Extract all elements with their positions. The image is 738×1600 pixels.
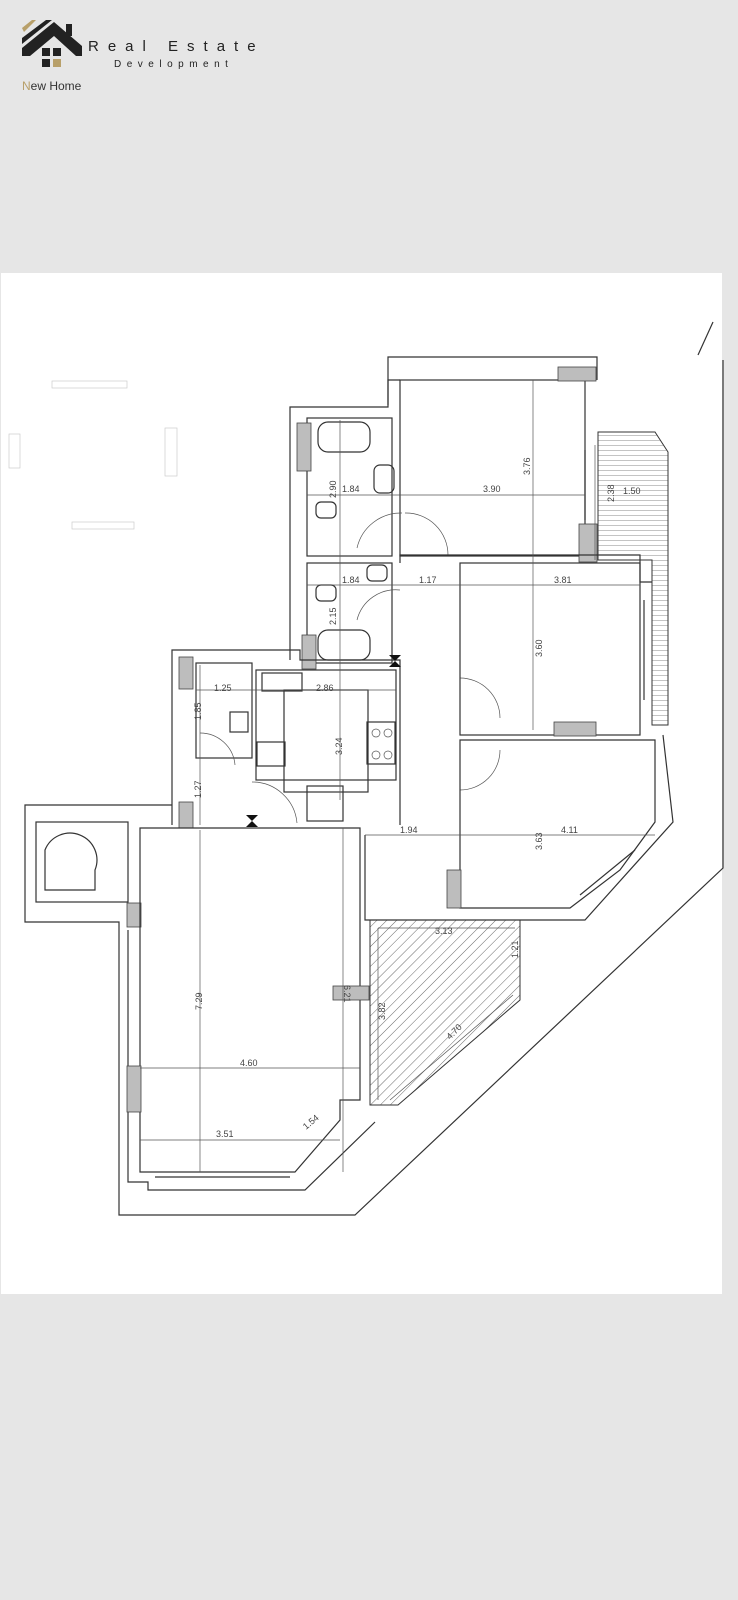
- site-boundary: [118, 360, 724, 1216]
- brand-name: New Home: [22, 79, 81, 93]
- bedroom-2: [399, 554, 652, 737]
- bedroom-3: [364, 734, 674, 921]
- dim-entry-height: 1.27: [193, 780, 203, 798]
- terrace-hatched: [369, 919, 521, 1106]
- logo-title: Real Estate: [88, 38, 265, 55]
- door-arc: [459, 677, 501, 719]
- dim-living-width: 4.60: [240, 1058, 258, 1068]
- dim-bed1-height: 3.76: [522, 457, 532, 475]
- dim-kitchen-width: 2.86: [316, 683, 334, 693]
- dim-bath1-height: 2.90: [328, 480, 338, 498]
- dim-bed3-width: 4.11: [561, 825, 578, 835]
- dim-living-chamfer: 1.54: [301, 1113, 321, 1132]
- bedroom-1: [387, 356, 598, 563]
- dim-living-right: 6.21: [342, 985, 352, 1003]
- balcony-left: [24, 804, 172, 930]
- dim-bath2-height: 2.15: [328, 607, 338, 625]
- dim-terrace-top: 3.13: [435, 926, 453, 936]
- kitchen: [171, 649, 401, 829]
- dim-hall2-width: 1.94: [400, 825, 418, 835]
- faint-markers: [8, 380, 178, 530]
- dim-wc-width: 1.25: [214, 683, 232, 693]
- house-logo-icon: [22, 20, 82, 67]
- dim-bath1-width: 1.84: [342, 484, 360, 494]
- brand-first-letter: N: [22, 79, 31, 93]
- balcony-right: [584, 431, 669, 726]
- dim-terrace-right: 1.21: [510, 940, 520, 958]
- dim-living-height: 7.29: [194, 992, 204, 1010]
- dim-balcony-height: 2.38: [606, 484, 616, 502]
- dim-balcony-width: 1.50: [623, 486, 641, 496]
- dim-hall-width: 1.17: [419, 575, 437, 585]
- dim-bed2-height: 3.60: [534, 639, 544, 657]
- door-arc: [404, 512, 449, 556]
- brand-rest: ew Home: [30, 79, 82, 93]
- living-room: [126, 827, 376, 1191]
- dim-bed1-width: 3.90: [483, 484, 501, 494]
- dimension-lines: [140, 380, 655, 1172]
- door-arc: [459, 749, 501, 791]
- logo-subtitle: Development: [114, 59, 234, 70]
- bathrooms: [289, 379, 403, 670]
- dim-bed2-width: 3.81: [554, 575, 572, 585]
- dim-kitchen-height: 3.24: [334, 737, 344, 755]
- dim-living-bottom: 3.51: [216, 1129, 234, 1139]
- dim-bath2-width: 1.84: [342, 575, 360, 585]
- company-logo: [20, 18, 290, 98]
- dim-bed3-height: 3.63: [534, 832, 544, 850]
- dim-terrace-left: 3.82: [377, 1002, 387, 1020]
- dim-wc-height: 1.85: [193, 702, 203, 720]
